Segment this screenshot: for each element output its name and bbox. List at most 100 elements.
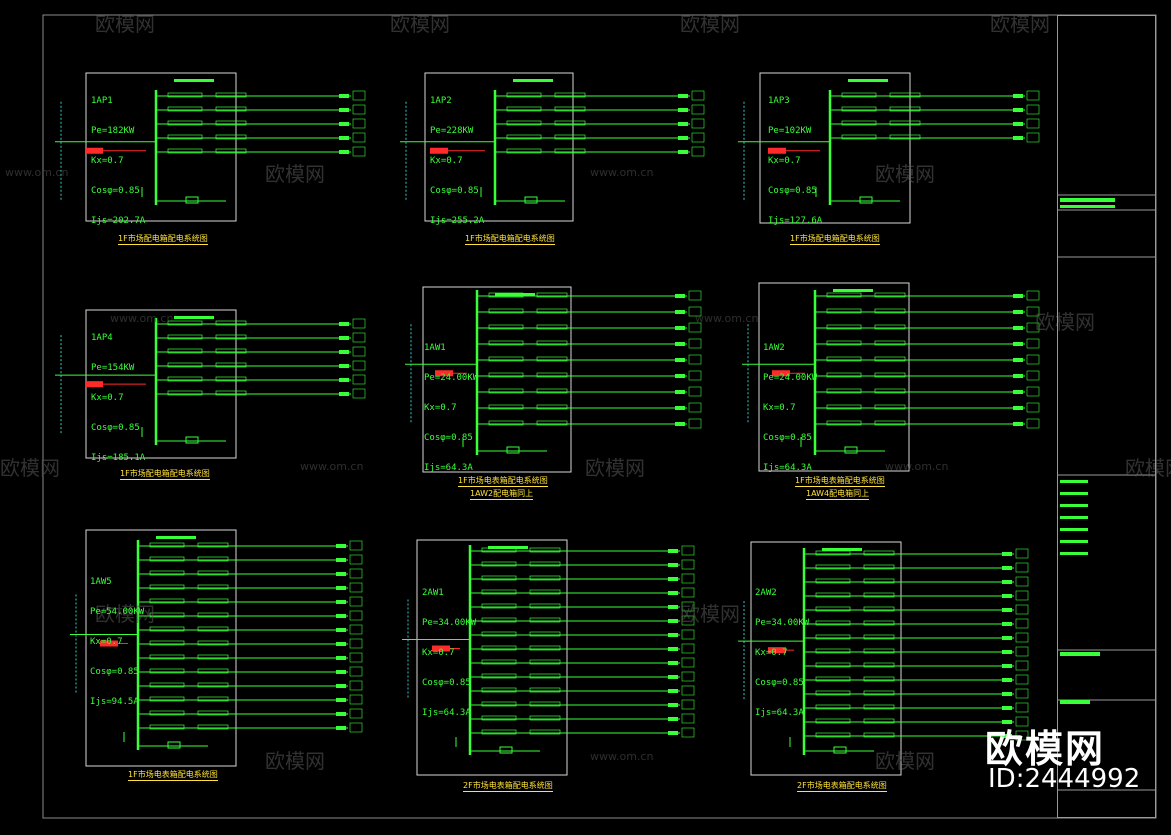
breaker-label [167, 106, 203, 112]
panel-id: 1AP2 [430, 96, 452, 106]
breaker-label [167, 376, 203, 382]
cable-label [889, 92, 921, 98]
load-label [681, 657, 695, 668]
load-label [352, 146, 366, 157]
load-label [688, 418, 702, 429]
load-terminal [339, 392, 349, 396]
breaker-label [841, 120, 877, 126]
breaker-label [488, 388, 524, 394]
title-block [1057, 15, 1156, 818]
load-label [1026, 118, 1040, 129]
cable-label [215, 134, 247, 140]
breaker-label [815, 662, 851, 668]
cable-label [215, 334, 247, 340]
breaker-label [149, 542, 185, 548]
breaker-label [826, 420, 862, 426]
panel-cos: Cosφ=0.85 [422, 678, 471, 688]
cable-label [529, 729, 561, 735]
cable-label [529, 715, 561, 721]
load-terminal [675, 406, 685, 410]
panel-cos: Cosφ=0.85 [91, 423, 140, 433]
load-label [1015, 646, 1029, 657]
load-terminal [339, 378, 349, 382]
load-label [352, 132, 366, 143]
panel-id: 1AW2 [763, 343, 785, 353]
breaker-label [841, 106, 877, 112]
load-terminal [1002, 608, 1012, 612]
load-label [349, 638, 363, 649]
load-label [349, 694, 363, 705]
breaker-label [815, 634, 851, 640]
panel-spec: 1AP1 Pe=182KW Kx=0.7 Cosφ=0.85 Ijs=202.7… [91, 76, 145, 246]
cable-label [874, 420, 906, 426]
load-label [349, 610, 363, 621]
load-label [688, 338, 702, 349]
panel-caption-note: 1AW4配电箱同上 [806, 489, 870, 500]
cable-label [874, 404, 906, 410]
load-terminal [1013, 326, 1023, 330]
alert-tag [768, 647, 786, 654]
cable-label [554, 148, 586, 154]
cable-label [863, 564, 895, 570]
breaker-label [481, 631, 517, 637]
panel-cos: Cosφ=0.85 [430, 186, 479, 196]
load-label [349, 666, 363, 677]
load-terminal [1013, 358, 1023, 362]
load-label [1015, 548, 1029, 559]
panel-ijs: Ijs=94.5A [90, 697, 139, 707]
breaker-label [506, 148, 542, 154]
breaker-label [815, 704, 851, 710]
load-label [349, 624, 363, 635]
panel-caption: 1F市场电表箱配电系统图 [795, 476, 885, 487]
load-terminal [336, 614, 346, 618]
cable-label [536, 372, 568, 378]
load-label [352, 374, 366, 385]
cable-label [874, 388, 906, 394]
cable-label [554, 106, 586, 112]
panel-caption: 1F市场电表箱配电系统图 [458, 476, 548, 487]
load-terminal [678, 136, 688, 140]
load-terminal [675, 294, 685, 298]
cable-label [889, 120, 921, 126]
load-terminal [339, 336, 349, 340]
load-label [1015, 702, 1029, 713]
cable-label [889, 106, 921, 112]
breaker-label [167, 148, 203, 154]
breaker-label [481, 575, 517, 581]
breaker-label [826, 372, 862, 378]
breaker-label [149, 710, 185, 716]
panel-caption: 1F市场配电箱配电系统图 [465, 234, 555, 245]
panel-ijs: Ijs=202.7A [91, 216, 146, 226]
breaker-label [841, 134, 877, 140]
breaker-label [815, 690, 851, 696]
load-terminal [336, 600, 346, 604]
cable-label [215, 92, 247, 98]
load-terminal [336, 726, 346, 730]
load-terminal [675, 342, 685, 346]
alert-tag [85, 381, 103, 388]
breaker-label [815, 648, 851, 654]
alert-tag [435, 370, 453, 377]
load-terminal [1002, 622, 1012, 626]
load-label [1026, 132, 1040, 143]
panel-header-bar [513, 79, 553, 82]
load-terminal [1013, 422, 1023, 426]
load-terminal [1002, 594, 1012, 598]
title-block-field [1060, 480, 1088, 483]
cable-label [215, 148, 247, 154]
load-label [1026, 322, 1040, 333]
panel-ijs: Ijs=255.2A [430, 216, 485, 226]
spd-device [185, 196, 199, 204]
panel-frame [759, 72, 911, 224]
cable-label [215, 362, 247, 368]
cable-label [874, 308, 906, 314]
cable-label [554, 120, 586, 126]
breaker-label [149, 696, 185, 702]
load-label [681, 587, 695, 598]
cable-label [863, 620, 895, 626]
breaker-label [167, 334, 203, 340]
load-label [1015, 576, 1029, 587]
title-block-field [1060, 540, 1088, 543]
breaker-label [815, 592, 851, 598]
breaker-label [149, 724, 185, 730]
